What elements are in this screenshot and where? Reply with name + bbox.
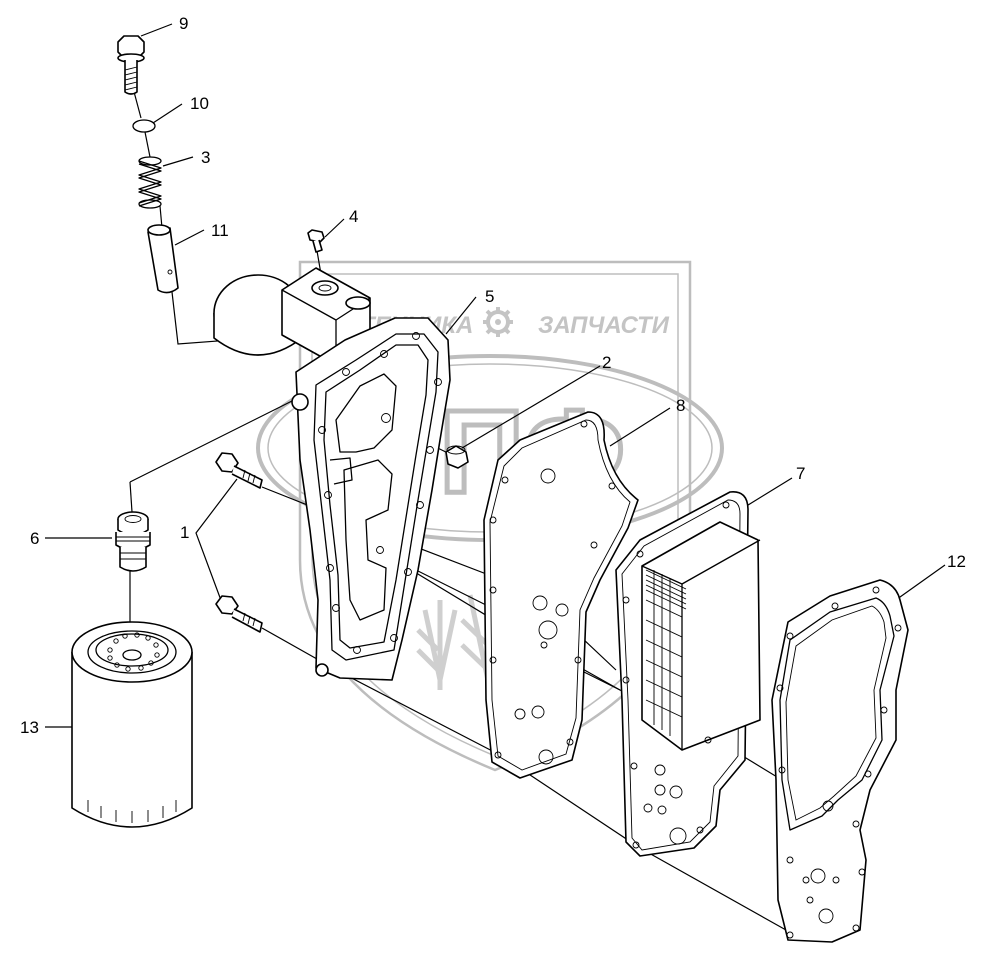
callout-5: 5 (485, 287, 494, 306)
watermark-text-right: ЗАПЧАСТИ (538, 312, 670, 339)
bolt-part-9 (117, 35, 145, 95)
housing-part-5 (213, 267, 451, 681)
cooler-part-7 (615, 491, 761, 857)
callout-2: 2 (602, 353, 611, 372)
gear-icon (483, 307, 513, 337)
nipple-part-6 (115, 511, 151, 572)
bolt-part-1-upper (215, 452, 263, 489)
plug-part-2 (445, 445, 469, 469)
bolt-part-1-lower (215, 595, 263, 633)
callout-4: 4 (349, 207, 358, 226)
o-ring-part-10 (132, 119, 156, 133)
callout-labels: 1 2 3 4 5 6 7 8 9 10 11 12 13 (20, 14, 966, 737)
callout-6: 6 (30, 529, 39, 548)
callout-12: 12 (947, 552, 966, 571)
spring-part-3 (138, 156, 162, 209)
plunger-part-11 (147, 224, 179, 294)
callout-3: 3 (201, 148, 210, 167)
callout-9: 9 (179, 14, 188, 33)
small-bolt-part-4 (307, 229, 325, 253)
gasket-part-8 (483, 411, 639, 779)
callout-10: 10 (190, 94, 209, 113)
callout-1: 1 (180, 523, 189, 542)
callout-7: 7 (796, 464, 805, 483)
callout-11: 11 (211, 221, 229, 240)
filter-part-13 (71, 621, 193, 828)
callout-13: 13 (20, 718, 39, 737)
gasket-part-12 (771, 579, 909, 943)
callout-8: 8 (676, 396, 685, 415)
